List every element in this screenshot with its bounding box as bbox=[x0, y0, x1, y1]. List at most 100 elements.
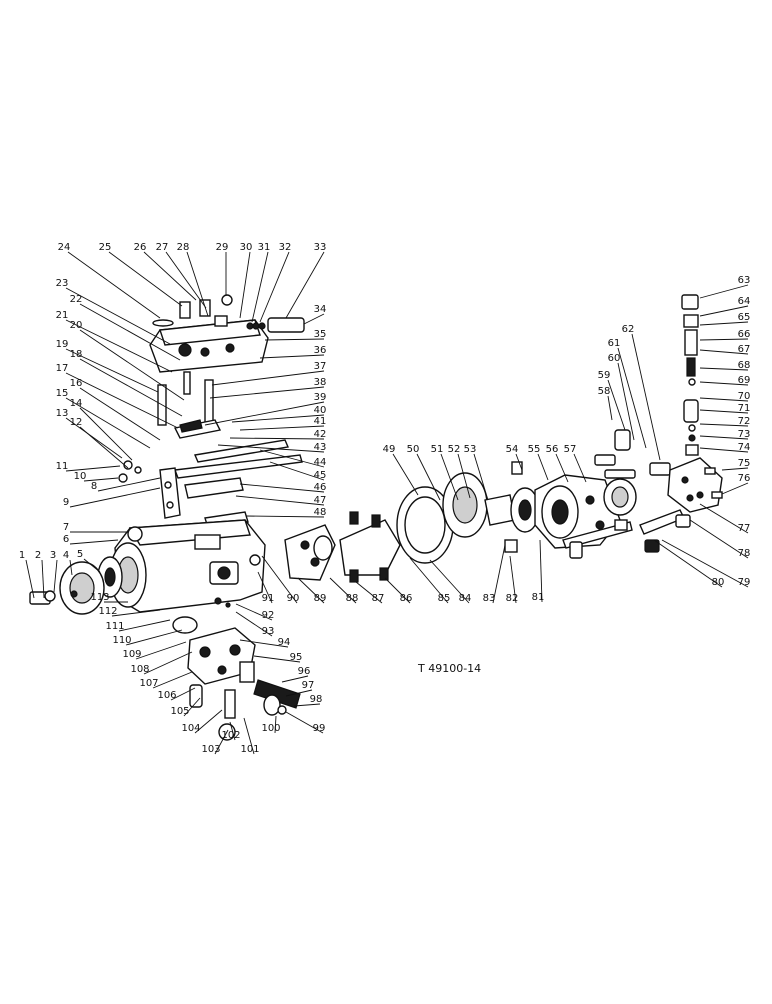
callout-68: 68 bbox=[738, 360, 751, 371]
callout-39: 39 bbox=[314, 392, 327, 403]
leader-line-65 bbox=[699, 321, 749, 326]
callout-76: 76 bbox=[738, 473, 751, 484]
callout-96: 96 bbox=[298, 666, 311, 677]
callout-80: 80 bbox=[712, 577, 725, 588]
callout-89: 89 bbox=[314, 593, 327, 604]
leader-line-89 bbox=[297, 577, 325, 604]
leader-line-98 bbox=[293, 703, 321, 707]
leader-line-40 bbox=[231, 414, 325, 423]
leader-line-105 bbox=[183, 697, 201, 717]
leader-line-81 bbox=[539, 539, 543, 603]
linkage-plates bbox=[118, 439, 303, 529]
callout-87: 87 bbox=[372, 593, 385, 604]
leader-line-60 bbox=[617, 362, 635, 441]
leader-line-52 bbox=[457, 453, 471, 499]
leader-line-57 bbox=[573, 453, 587, 483]
leader-line-19 bbox=[65, 348, 159, 393]
callout-60: 60 bbox=[608, 353, 621, 364]
leader-line-94 bbox=[239, 639, 289, 648]
leader-line-41 bbox=[239, 425, 325, 431]
leader-line-77 bbox=[699, 503, 749, 534]
leader-line-62 bbox=[631, 333, 661, 461]
callout-69: 69 bbox=[738, 375, 751, 386]
callout-62: 62 bbox=[622, 324, 635, 335]
callout-10: 10 bbox=[74, 471, 87, 482]
callout-105: 105 bbox=[170, 706, 189, 717]
callout-6: 6 bbox=[63, 534, 69, 545]
leader-line-27 bbox=[165, 251, 207, 309]
end-plate-assembly bbox=[172, 616, 301, 741]
leader-line-74 bbox=[699, 447, 749, 453]
leader-line-23 bbox=[65, 287, 171, 345]
leader-line-63 bbox=[699, 284, 749, 299]
callout-17: 17 bbox=[56, 363, 69, 374]
leader-line-110 bbox=[125, 629, 183, 646]
leader-line-90 bbox=[261, 555, 298, 604]
callout-93: 93 bbox=[262, 626, 275, 637]
callout-49: 49 bbox=[383, 444, 396, 455]
leader-line-112 bbox=[111, 609, 161, 617]
callout-33: 33 bbox=[314, 242, 327, 253]
callout-25: 25 bbox=[99, 242, 112, 253]
callout-12: 12 bbox=[70, 417, 83, 428]
callout-43: 43 bbox=[314, 442, 327, 453]
callout-44: 44 bbox=[314, 457, 327, 468]
leader-line-30 bbox=[239, 251, 251, 319]
leader-line-16 bbox=[79, 387, 161, 441]
leader-line-86 bbox=[384, 577, 411, 604]
callout-13: 13 bbox=[56, 408, 69, 419]
regulating-valve bbox=[667, 294, 723, 528]
leader-line-33 bbox=[285, 251, 325, 319]
leader-line-3 bbox=[53, 559, 58, 593]
leader-line-36 bbox=[259, 354, 325, 359]
leader-line-1 bbox=[25, 559, 35, 599]
callout-103: 103 bbox=[201, 744, 220, 755]
callout-72: 72 bbox=[738, 416, 751, 427]
callout-34: 34 bbox=[314, 304, 327, 315]
callout-1: 1 bbox=[19, 550, 25, 561]
callout-63: 63 bbox=[738, 275, 751, 286]
leader-line-84 bbox=[429, 559, 470, 604]
leader-line-64 bbox=[699, 305, 749, 317]
callout-66: 66 bbox=[738, 329, 751, 340]
leader-line-11 bbox=[65, 465, 121, 472]
callout-98: 98 bbox=[310, 694, 323, 705]
callout-100: 100 bbox=[261, 723, 280, 734]
callout-77: 77 bbox=[738, 523, 751, 534]
callout-32: 32 bbox=[279, 242, 292, 253]
leader-line-97 bbox=[285, 689, 313, 697]
callout-94: 94 bbox=[278, 637, 291, 648]
callout-61: 61 bbox=[608, 338, 621, 349]
leader-line-8 bbox=[97, 477, 161, 492]
leader-line-99 bbox=[285, 711, 324, 734]
callout-91: 91 bbox=[262, 593, 275, 604]
leader-line-79 bbox=[661, 539, 749, 588]
callout-56: 56 bbox=[546, 444, 559, 455]
callout-73: 73 bbox=[738, 429, 751, 440]
leader-line-95 bbox=[253, 655, 301, 663]
callout-42: 42 bbox=[314, 429, 327, 440]
callout-27: 27 bbox=[156, 242, 169, 253]
callout-24: 24 bbox=[58, 242, 71, 253]
callout-50: 50 bbox=[407, 444, 420, 455]
leader-line-25 bbox=[108, 251, 183, 307]
leader-line-51 bbox=[440, 453, 459, 501]
leader-line-61 bbox=[617, 347, 647, 449]
callout-106: 106 bbox=[157, 690, 176, 701]
governor-cover-assembly bbox=[149, 294, 305, 439]
callout-67: 67 bbox=[738, 344, 751, 355]
leader-line-104 bbox=[194, 709, 223, 734]
leader-line-50 bbox=[416, 453, 441, 501]
pump-housing bbox=[29, 519, 266, 615]
leader-line-13 bbox=[65, 417, 123, 459]
leader-line-108 bbox=[143, 651, 193, 675]
leader-line-76 bbox=[721, 482, 749, 495]
callout-20: 20 bbox=[70, 320, 83, 331]
callout-53: 53 bbox=[464, 444, 477, 455]
leader-line-103 bbox=[214, 729, 229, 755]
callout-51: 51 bbox=[431, 444, 444, 455]
callout-109: 109 bbox=[122, 649, 141, 660]
leader-line-83 bbox=[492, 544, 506, 604]
